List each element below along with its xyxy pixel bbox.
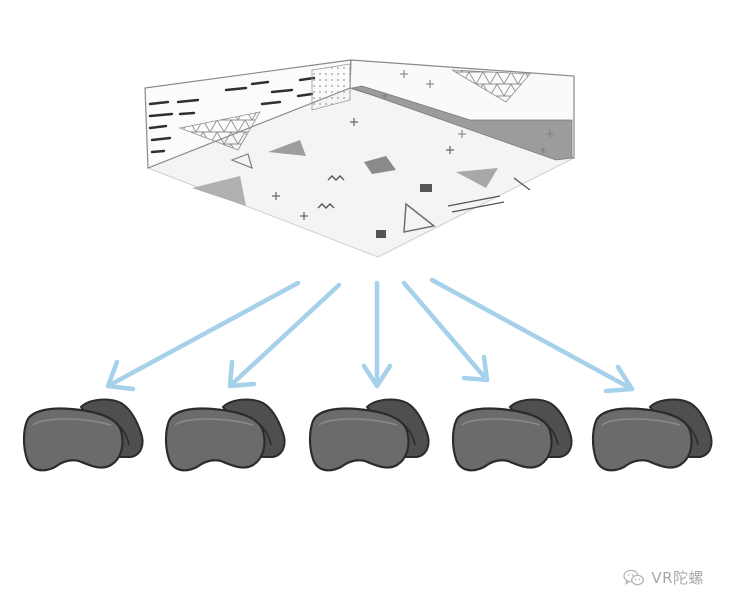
vr-headset-front-panel <box>461 418 541 426</box>
vr-headset-front-panel <box>174 418 254 426</box>
arrow-3 <box>361 280 393 389</box>
virtual-room-icon <box>144 59 576 258</box>
vr-headset-icon <box>308 398 430 472</box>
arrow-4 <box>401 280 490 383</box>
watermark: VR陀螺 <box>623 567 704 588</box>
vr-headset-front-panel <box>601 418 681 426</box>
room-mesh-left <box>178 111 261 151</box>
vr-headset-body <box>591 407 693 472</box>
watermark-text: VR陀螺 <box>651 569 704 587</box>
vr-headset-front-panel <box>32 418 112 426</box>
room-dotted-panel <box>311 63 351 111</box>
wechat-icon <box>623 569 645 585</box>
vr-headset-body <box>451 407 553 472</box>
vr-headset-body <box>308 407 410 472</box>
room-mesh-right <box>451 69 531 103</box>
room-wall-marks <box>382 70 554 153</box>
headsets <box>22 398 713 472</box>
vr-headset-body <box>164 407 266 472</box>
vr-headset-body <box>22 407 124 472</box>
room-dark-wedge <box>350 85 573 161</box>
vr-headset-icon <box>591 398 713 472</box>
room-floor-marks <box>192 118 531 238</box>
vr-headset-icon <box>164 398 286 472</box>
vr-headset-icon <box>22 398 144 472</box>
vr-headset-front-panel <box>318 418 398 426</box>
arrow-5 <box>429 277 635 394</box>
arrow-2 <box>227 282 342 389</box>
arrows <box>105 277 635 394</box>
arrow-1 <box>105 280 301 392</box>
vr-headset-icon <box>451 398 573 472</box>
